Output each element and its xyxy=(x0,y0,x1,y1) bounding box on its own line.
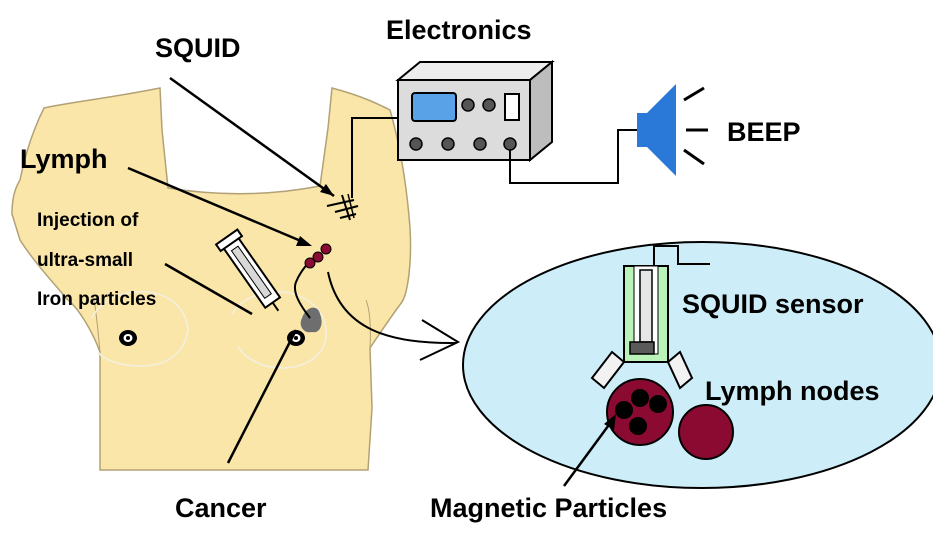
injection-label-line-3: Iron particles xyxy=(37,289,157,310)
zoom-arrow xyxy=(327,271,457,345)
electronics-label: Electronics xyxy=(386,15,532,45)
squid-label: SQUID xyxy=(155,33,241,63)
cancer-label: Cancer xyxy=(175,493,267,523)
chest-contour-right xyxy=(365,299,371,349)
speaker-icon xyxy=(637,84,676,176)
squid-pointer xyxy=(169,76,335,198)
squid-sensor-label: SQUID sensor xyxy=(682,289,864,319)
zoom-ellipse xyxy=(462,241,933,489)
injection-pointer xyxy=(164,262,253,316)
coil-cable xyxy=(351,117,398,198)
zoom-arrowhead xyxy=(419,319,461,361)
lymph-node-plain xyxy=(678,404,734,460)
lymph-node-body-1 xyxy=(320,243,332,255)
speaker-cable xyxy=(509,129,638,184)
sound-wave-bottom xyxy=(683,148,705,166)
sound-wave-top xyxy=(683,86,705,102)
chest-contour-left xyxy=(93,299,101,353)
beep-label: BEEP xyxy=(727,117,801,147)
lymph-pointer-head xyxy=(296,236,312,246)
lymph-label: Lymph xyxy=(20,144,108,174)
squid-pointer-head xyxy=(320,184,334,196)
nipple-left xyxy=(119,330,137,346)
lymph-node-with-particles xyxy=(606,378,674,446)
injection-label-line-2: ultra-small xyxy=(37,250,134,271)
magnetic-particles-label: Magnetic Particles xyxy=(430,493,668,523)
lymph-nodes-label: Lymph nodes xyxy=(705,376,880,406)
torso xyxy=(11,87,412,471)
lymph-node-body-3 xyxy=(304,257,316,269)
syringe-icon xyxy=(214,228,282,312)
nipple-right xyxy=(287,330,305,346)
cancer-pointer xyxy=(226,329,298,464)
injection-label-line-1: Injection of xyxy=(37,210,139,231)
breast-left xyxy=(91,290,189,367)
magnetic-particles-pointer xyxy=(562,417,616,487)
squid-coil-icon xyxy=(326,193,359,221)
lymph-node-body-2 xyxy=(312,251,324,263)
electronics-box-icon xyxy=(395,59,555,163)
magnetic-particles-pointer-head xyxy=(604,414,616,430)
lymph-pointer xyxy=(127,166,309,246)
squid-sensor-icon xyxy=(590,245,710,390)
